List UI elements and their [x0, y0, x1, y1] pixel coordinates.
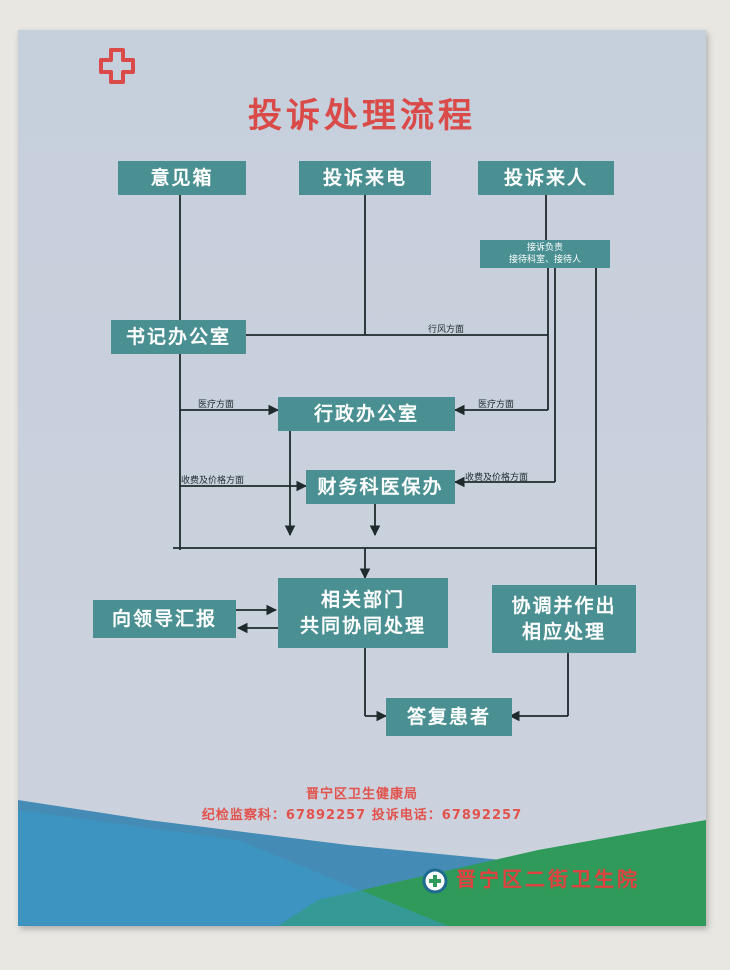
- hospital-logo-icon: [422, 868, 448, 894]
- edge-label-conduct: 行风方面: [428, 325, 465, 335]
- edge-label-fees-right: 收费及价格方面: [465, 473, 529, 483]
- source-phone-complaint: 投诉来电: [299, 161, 431, 195]
- hospital-name: 晋宁区二街卫生院: [456, 867, 640, 891]
- edge-label-medical-right: 医疗方面: [478, 400, 515, 410]
- medical-cross-icon: [99, 48, 135, 84]
- edge-label-fees-left: 收费及价格方面: [181, 476, 245, 486]
- edge-label-medical-left: 医疗方面: [198, 400, 235, 410]
- admin-office-box: 行政办公室: [278, 397, 455, 431]
- reply-patient-box: 答复患者: [386, 698, 512, 736]
- green-band: [278, 820, 706, 926]
- joint-handling-box: 相关部门 共同协同处理: [278, 578, 448, 648]
- source-visitor-complaint: 投诉来人: [478, 161, 614, 195]
- secretary-office-box: 书记办公室: [111, 320, 246, 354]
- footer-contact: 纪检监察科：67892257 投诉电话：67892257: [201, 808, 523, 823]
- light-band: [18, 810, 448, 926]
- flowchart-poster: 投诉处理流程 意见箱 投诉来电 投诉来人 接诉负责 接待科室、接待人 书记办公室…: [18, 30, 706, 926]
- flow-connectors: [18, 195, 706, 926]
- coordinate-box: 协调并作出 相应处理: [492, 585, 636, 653]
- source-suggestion-box: 意见箱: [118, 161, 246, 195]
- report-leadership-box: 向领导汇报: [93, 600, 236, 638]
- reception-box: 接诉负责 接待科室、接待人: [480, 240, 610, 268]
- poster-title: 投诉处理流程: [248, 96, 476, 136]
- footer-bureau: 晋宁区卫生健康局: [305, 787, 418, 802]
- finance-insurance-box: 财务科医保办: [306, 470, 455, 504]
